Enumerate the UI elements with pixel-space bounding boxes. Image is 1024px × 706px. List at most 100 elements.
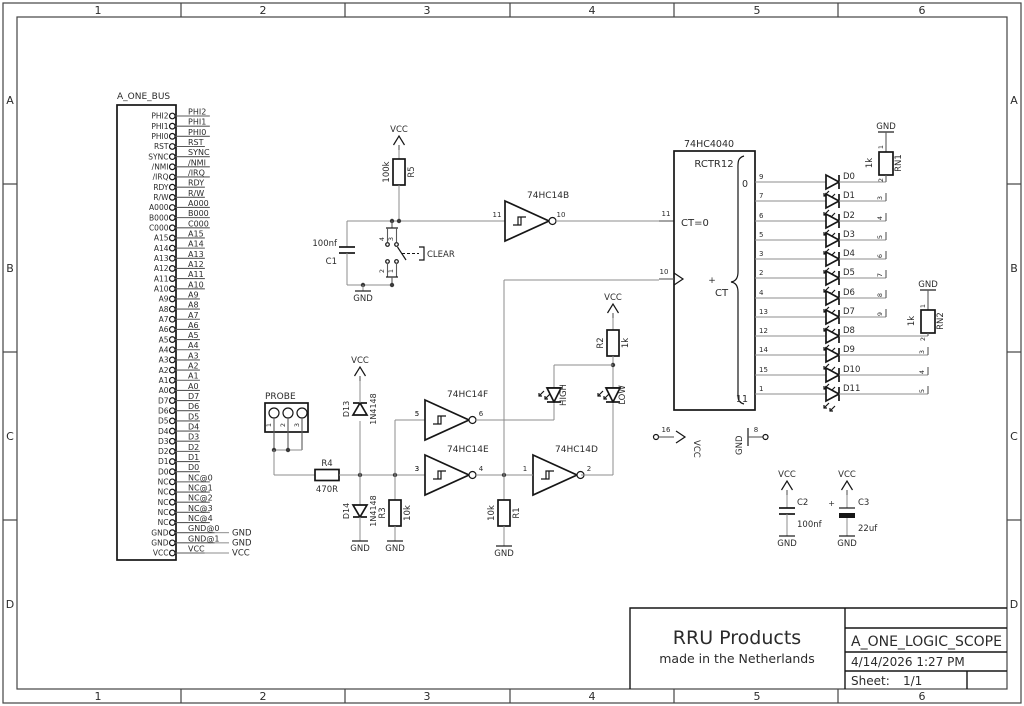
resistor-body bbox=[606, 329, 620, 357]
counter-pin-number: 8 bbox=[754, 426, 758, 434]
gnd-label: GND bbox=[385, 544, 405, 554]
led-arrow bbox=[597, 390, 604, 397]
net-label: A12 bbox=[188, 260, 204, 269]
pin-name: R/W bbox=[153, 193, 169, 202]
switch-label: CLEAR bbox=[427, 250, 455, 260]
counter-pin-number: 13 bbox=[759, 308, 768, 316]
net-label: GND@1 bbox=[188, 534, 219, 543]
net-label: VCC bbox=[188, 545, 205, 554]
counter-part: 74HC4040 bbox=[684, 139, 734, 150]
counter-plus: + bbox=[708, 276, 716, 286]
pin-circle bbox=[168, 336, 176, 343]
gnd-symbol: GND bbox=[494, 545, 514, 559]
counter-pin-number: 2 bbox=[759, 269, 763, 277]
shape bbox=[392, 134, 406, 146]
junction-dot bbox=[396, 218, 402, 224]
pin-circle bbox=[168, 417, 176, 425]
pin-circle bbox=[168, 458, 176, 465]
gnd-symbol: GND bbox=[353, 290, 373, 304]
sheet-date: 4/14/2026 1:27 PM bbox=[851, 655, 965, 669]
pin-circle bbox=[168, 132, 176, 140]
vcc-label: VCC bbox=[351, 356, 369, 366]
pin-name: A8 bbox=[159, 305, 169, 314]
shape bbox=[825, 289, 841, 307]
pin-circle bbox=[168, 112, 176, 120]
gate-name: 74HC14B bbox=[527, 191, 569, 201]
pin-circle bbox=[168, 163, 176, 171]
rn-pin-number: 3 bbox=[876, 196, 884, 200]
counter-pin-number: 14 bbox=[759, 346, 768, 354]
pin-circle bbox=[168, 275, 176, 283]
shape bbox=[825, 212, 841, 230]
pin-circle bbox=[168, 508, 176, 516]
probe-pin-number: 1 bbox=[265, 423, 273, 427]
gnd-label: GND bbox=[837, 539, 857, 549]
schmitt-glyph bbox=[541, 470, 554, 480]
pin-circle bbox=[168, 549, 176, 557]
rn-ref: RN2 bbox=[936, 312, 946, 330]
shape bbox=[504, 199, 552, 243]
shape bbox=[351, 401, 369, 416]
net-label: NC@4 bbox=[188, 514, 213, 523]
rn-body bbox=[920, 309, 936, 334]
sheet-number-label: Sheet: bbox=[851, 674, 890, 688]
gate-pin-number: 2 bbox=[587, 465, 591, 473]
rn-pin-number: 8 bbox=[876, 293, 884, 297]
counter-out-index: 0 bbox=[742, 179, 748, 190]
clock-triangle bbox=[673, 272, 685, 286]
pin-name: D2 bbox=[158, 447, 169, 456]
pin-circle bbox=[168, 427, 176, 435]
gnd-symbol: GND bbox=[777, 535, 797, 549]
pin-name: /IRQ bbox=[153, 173, 169, 182]
led-ref: D4 bbox=[843, 249, 855, 259]
pin-circle bbox=[168, 468, 176, 476]
net-label: C000 bbox=[188, 219, 209, 228]
gnd-symbol: GND bbox=[876, 122, 896, 133]
net-label: D0 bbox=[188, 463, 199, 472]
pin-name: /NMI bbox=[152, 163, 169, 172]
shape bbox=[840, 479, 854, 491]
pin-name: A4 bbox=[159, 345, 169, 354]
rn-pin-number: 1 bbox=[877, 145, 885, 149]
net-label: /NMI bbox=[188, 158, 206, 167]
net-label: RDY bbox=[188, 179, 204, 188]
resistor-body bbox=[392, 158, 406, 186]
led-ref: D5 bbox=[843, 268, 855, 278]
pin-name: C000 bbox=[149, 223, 169, 232]
shape bbox=[780, 479, 794, 491]
net-label: A13 bbox=[188, 250, 204, 259]
shape bbox=[351, 504, 369, 519]
vcc-symbol: VCC bbox=[351, 356, 369, 381]
rn-body bbox=[878, 151, 894, 176]
net-label: D1 bbox=[188, 453, 199, 462]
led-ref: D2 bbox=[843, 211, 855, 221]
pin-circle bbox=[168, 183, 176, 191]
diode-value: 1N4148 bbox=[369, 495, 378, 526]
pin-circle bbox=[168, 519, 176, 526]
gnd-label: GND bbox=[777, 539, 797, 549]
connector-pin-row: C000 C000 bbox=[149, 219, 210, 232]
pin-circle bbox=[168, 122, 176, 130]
